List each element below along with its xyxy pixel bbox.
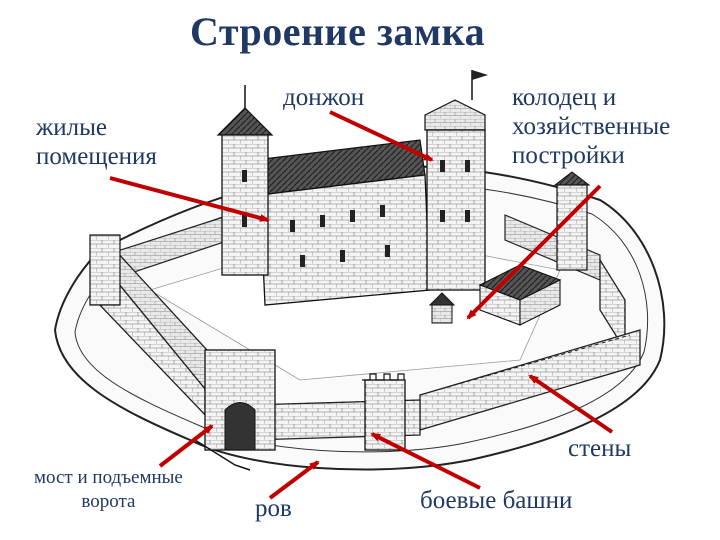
- label-walls: стены: [568, 434, 631, 463]
- label-well-line-3: постройки: [512, 141, 670, 170]
- label-battle-towers: боевые башни: [420, 486, 572, 515]
- label-moat: ров: [255, 494, 292, 523]
- label-living-quarters-line-2: помещения: [36, 142, 157, 171]
- corner-tower-right: [555, 172, 589, 270]
- label-well-outbuildings: колодец и хозяйственные постройки: [512, 83, 670, 170]
- label-bridge-line-2: ворота: [34, 490, 183, 514]
- corner-tower-left: [90, 235, 120, 305]
- page-title: Строение замка: [190, 8, 485, 55]
- label-well-line-1: колодец и: [512, 83, 670, 112]
- label-living-quarters: жилые помещения: [36, 113, 157, 171]
- label-bridge-line-1: мост и подъемные: [34, 466, 183, 490]
- donjon-tower: [425, 70, 488, 290]
- label-bridge-gate: мост и подъемные ворота: [34, 466, 183, 514]
- label-living-quarters-line-1: жилые: [36, 113, 157, 142]
- label-well-line-2: хозяйственные: [512, 112, 670, 141]
- label-donjon: донжон: [283, 83, 364, 112]
- arrow-moat: [270, 462, 318, 498]
- keep-building: [255, 140, 430, 305]
- left-tower: [218, 85, 272, 275]
